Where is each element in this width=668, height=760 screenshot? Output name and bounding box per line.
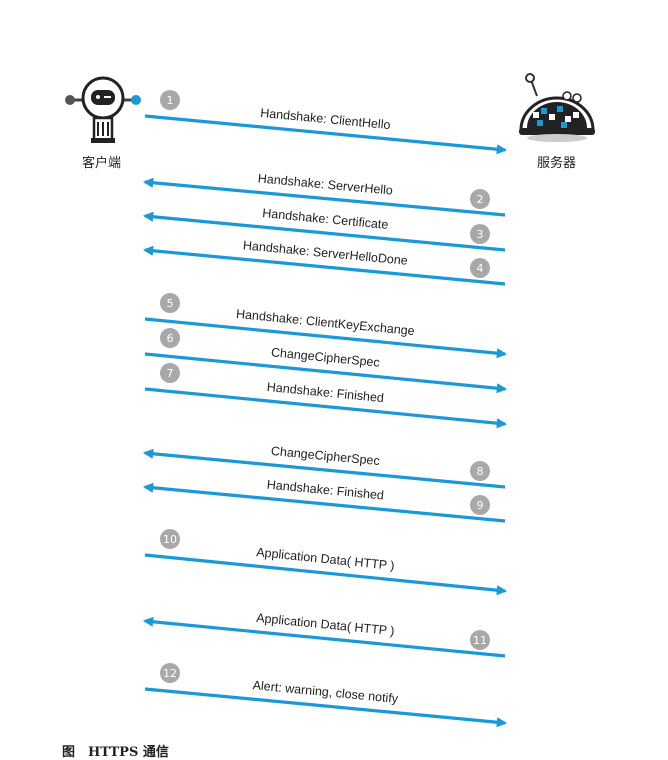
step-number-badge [470, 189, 490, 209]
message-arrow [144, 387, 508, 429]
message-arrow [142, 448, 506, 489]
message-arrow [144, 317, 508, 359]
step-number: 7 [167, 367, 174, 380]
message-arrow [142, 177, 506, 217]
step-number: 1 [167, 94, 174, 107]
step-number-badge [160, 90, 180, 110]
step-number: 4 [477, 262, 484, 275]
client-label: 客户端 [82, 156, 122, 171]
message-label: ChangeCipherSpec [270, 444, 380, 468]
message-label: ChangeCipherSpec [270, 345, 380, 369]
step-number: 3 [477, 228, 484, 241]
step-number-badge [470, 224, 490, 244]
server-label: 服务器 [537, 156, 577, 171]
step-number: 8 [477, 465, 484, 478]
message-arrow [144, 352, 508, 394]
message-arrow [144, 553, 508, 596]
message-arrow [144, 114, 508, 155]
step-number-badge [160, 363, 180, 383]
step-number: 5 [167, 297, 174, 310]
step-number-badge [470, 630, 490, 650]
step-number: 11 [473, 634, 487, 647]
step-number-badge [470, 258, 490, 278]
step-number: 12 [163, 667, 177, 680]
robot-server-icon [519, 73, 595, 142]
message-label: Handshake: ClientKeyExchange [235, 307, 415, 338]
step-number-badge [160, 293, 180, 313]
step-number-badge [470, 461, 490, 481]
step-number: 10 [163, 533, 177, 546]
step-number-badge [160, 663, 180, 683]
message-arrow [142, 616, 506, 658]
step-number: 9 [477, 499, 484, 512]
figure-caption: 图 HTTPS 通信 [62, 745, 169, 760]
step-number-badge [470, 495, 490, 515]
step-number: 6 [167, 332, 174, 345]
robot-client-icon [65, 76, 141, 143]
message-arrow [142, 482, 506, 523]
step-number-badge [160, 328, 180, 348]
message-arrow [142, 211, 506, 252]
message-arrow [144, 687, 508, 728]
message-arrow [142, 245, 506, 286]
message-label: Handshake: ServerHelloDone [242, 238, 408, 268]
step-number: 2 [477, 193, 484, 206]
step-number-badge [160, 529, 180, 549]
message-8: 8 ChangeCipherSpec [142, 444, 506, 489]
